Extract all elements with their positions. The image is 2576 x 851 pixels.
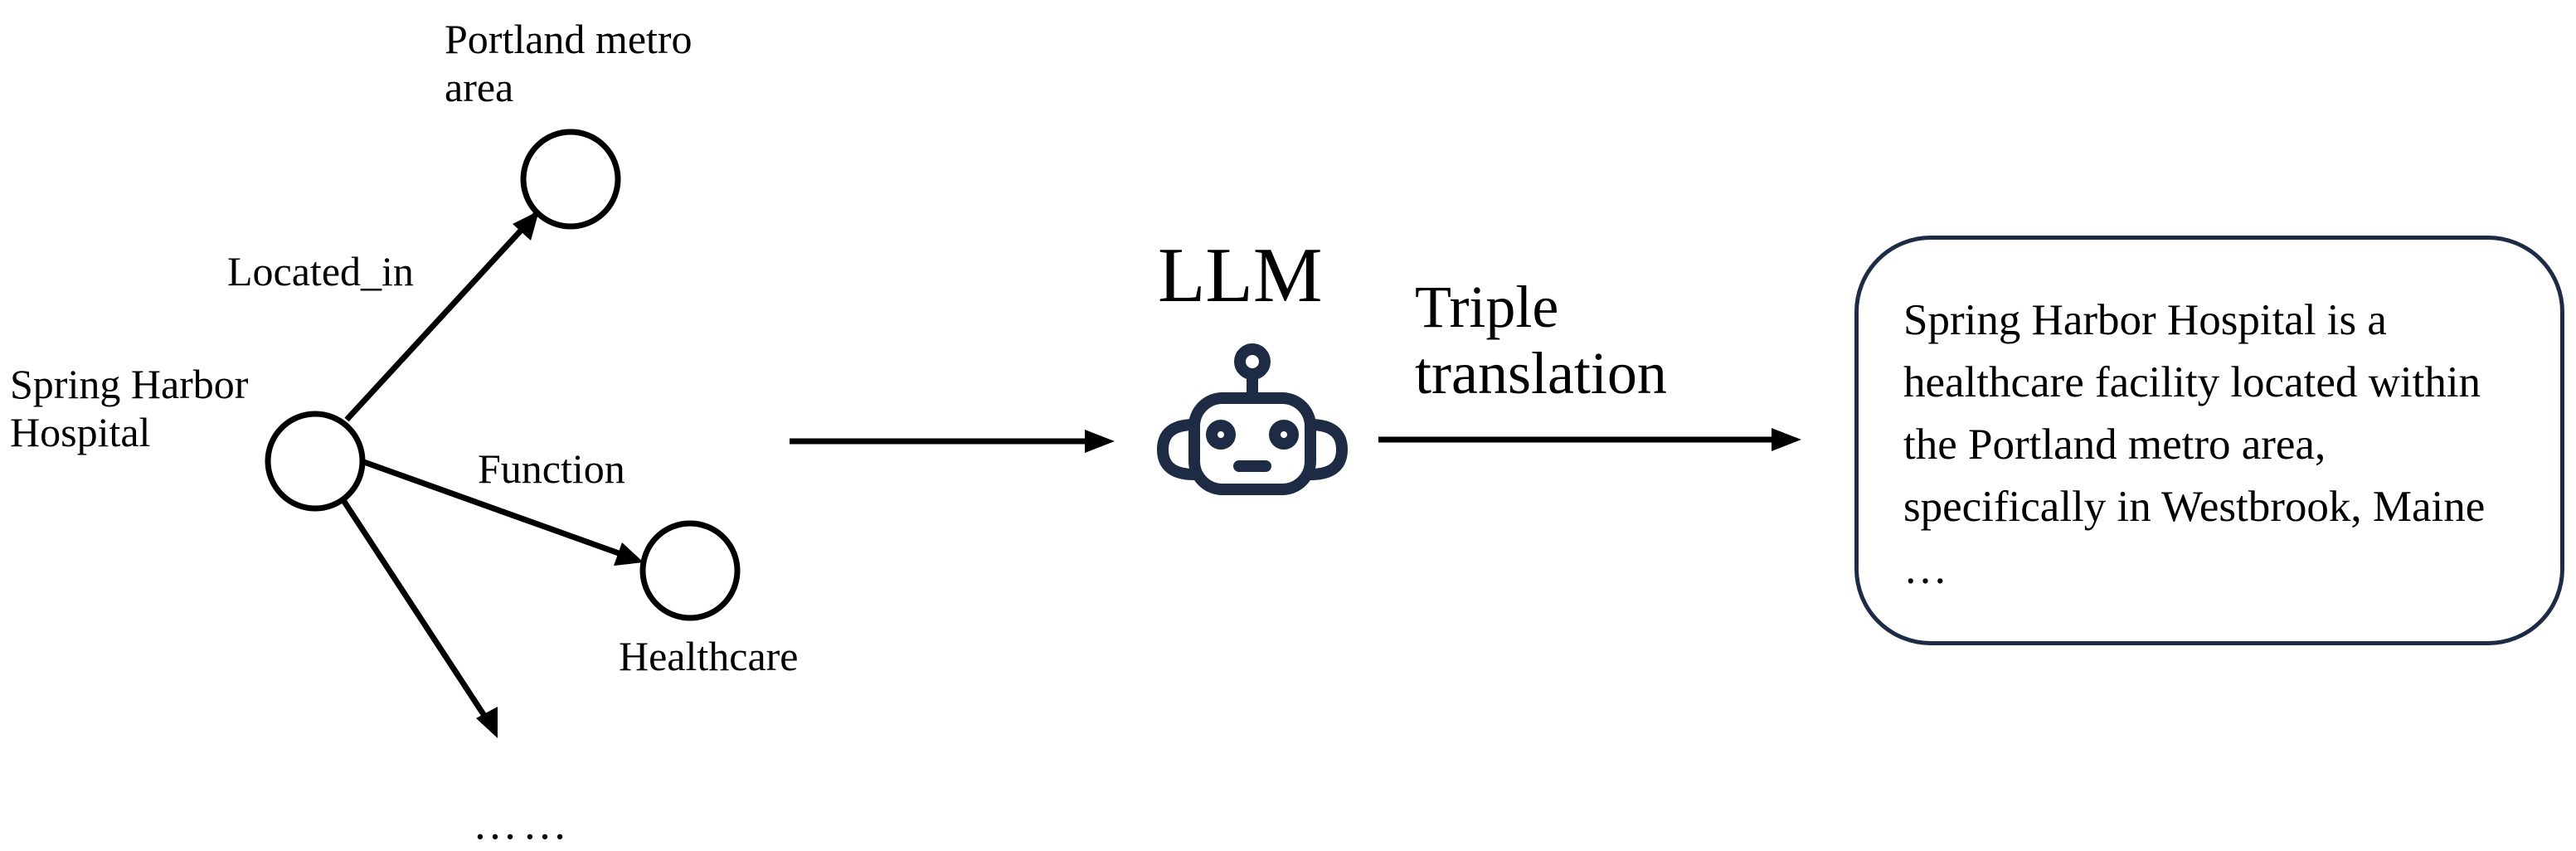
edge-located-in-arrowhead bbox=[513, 211, 539, 241]
node-healthcare bbox=[639, 520, 741, 621]
node-spring-harbor-hospital bbox=[265, 411, 366, 512]
edge-more-arrowhead bbox=[476, 707, 498, 738]
node-label-healthcare: Healthcare bbox=[619, 633, 799, 679]
node-label-spring-text: Spring Harbor Hospital bbox=[10, 361, 249, 455]
node-label-spring-harbor-hospital: Spring Harbor Hospital bbox=[10, 360, 248, 456]
edge-label-located-in: Located_in bbox=[227, 248, 414, 294]
node-portland-metro-area bbox=[520, 129, 621, 230]
node-label-portland-metro-area: Portland metro area bbox=[445, 15, 693, 111]
edge-function-arrowhead bbox=[614, 542, 644, 566]
arrow-graph-to-llm-head bbox=[1085, 430, 1115, 453]
robot-icon bbox=[1157, 343, 1348, 495]
edge-function bbox=[360, 458, 632, 561]
more-edges-ellipsis: …… bbox=[473, 799, 572, 849]
edge-label-function: Function bbox=[478, 445, 625, 492]
llm-label: LLM bbox=[1158, 232, 1323, 319]
node-label-portland-line: Portland metro area bbox=[445, 16, 693, 110]
generated-text: Spring Harbor Hospital is a healthcare f… bbox=[1903, 296, 2486, 593]
arrow-llm-to-output-head bbox=[1772, 428, 1801, 451]
generated-text-box: Spring Harbor Hospital is a healthcare f… bbox=[1854, 236, 2564, 645]
triple-translation-label: Triple translation bbox=[1415, 274, 1667, 406]
triple-translation-text: Triple translation bbox=[1415, 274, 1667, 406]
edge-located-in bbox=[344, 208, 542, 422]
edge-more bbox=[336, 491, 492, 725]
